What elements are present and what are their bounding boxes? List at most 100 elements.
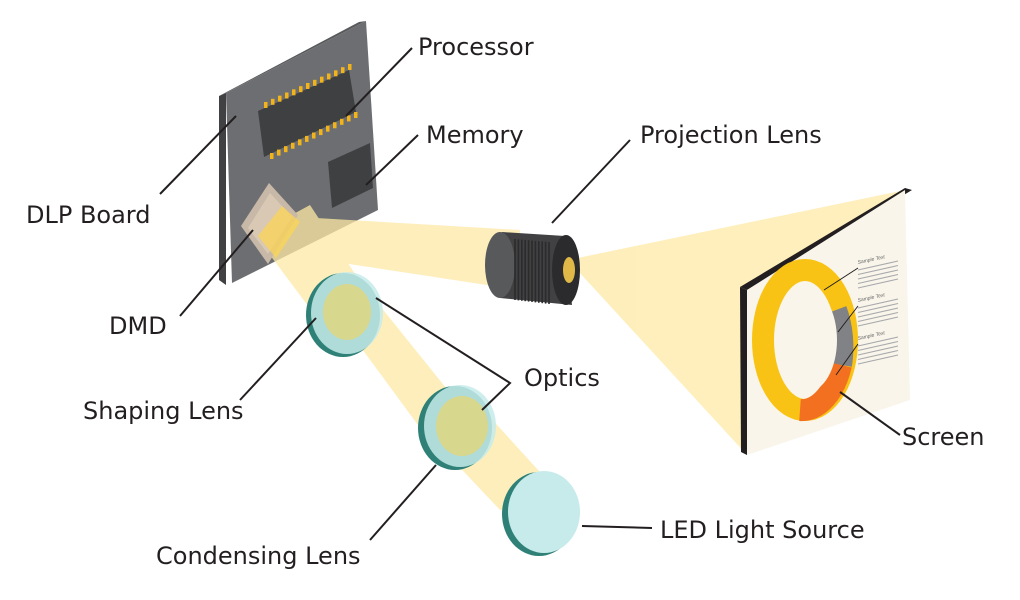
processor-pin: [334, 70, 338, 77]
processor-pin: [299, 86, 303, 93]
led-glass: [508, 471, 580, 553]
processor-chip-body: [258, 70, 356, 157]
processor-pin: [284, 146, 288, 153]
led-light-source: [502, 471, 580, 556]
screen-text-line: [857, 354, 899, 365]
donut-leader-3: [835, 343, 859, 376]
screen-text-line: [857, 260, 899, 271]
label-optics: Optics: [524, 364, 600, 392]
label-projection-lens: Projection Lens: [640, 121, 822, 149]
projection-lens: [485, 232, 580, 305]
screen: Sample Text Sample Text Sample Text: [740, 188, 912, 455]
processor-pin: [333, 122, 337, 129]
donut-leader-2: [837, 305, 859, 333]
screen-sample-block-3: Sample Text: [857, 330, 899, 365]
screen-text-line: [857, 302, 899, 314]
processor-pin: [313, 79, 317, 86]
label-processor: Processor: [418, 33, 534, 61]
leader-optics: [375, 297, 512, 411]
processor-pin: [264, 102, 268, 108]
screen-text-line: [857, 345, 899, 356]
screen-sample-text-1: Sample Text: [857, 254, 886, 266]
processor-pin: [292, 89, 296, 96]
donut-leader-1: [823, 267, 859, 291]
processor-pin: [277, 149, 281, 156]
processor-pin: [326, 125, 330, 132]
processor-pin: [305, 135, 309, 142]
processor-pin: [312, 132, 316, 139]
label-led-light-source: LED Light Source: [660, 516, 865, 544]
dlp-board-top-edge: [219, 21, 366, 96]
screen-sample-block-1: Sample Text: [857, 254, 899, 289]
memory-chip: [328, 143, 373, 208]
condensing-lens-beam-spot: [436, 396, 488, 456]
leader-memory: [365, 134, 419, 186]
condensing-lens: [418, 385, 496, 470]
dmd-light-spot: [258, 206, 300, 258]
screen-text-lines-3: [857, 336, 899, 365]
processor-pin: [270, 153, 274, 159]
projection-lens-back: [485, 232, 515, 298]
dlp-board-edge: [219, 93, 226, 285]
leader-dmd: [179, 229, 254, 317]
screen-text-line: [857, 273, 899, 285]
screen-text-line: [857, 264, 899, 276]
label-condensing-lens: Condensing Lens: [156, 542, 361, 570]
screen-text-line: [857, 307, 899, 318]
label-memory: Memory: [426, 121, 524, 149]
donut-orange-segment: [799, 362, 852, 422]
labels: Processor Memory Projection Lens DLP Boa…: [26, 33, 985, 570]
processor-pin: [340, 118, 344, 125]
screen-side-edge: [740, 287, 747, 455]
leader-screen: [839, 391, 901, 436]
processor-pin: [320, 76, 324, 83]
shaping-lens: [306, 272, 383, 357]
processor-pin: [348, 64, 352, 70]
beam-dmd-to-lens: [265, 215, 520, 290]
screen-text-line: [857, 278, 899, 289]
label-screen: Screen: [902, 423, 985, 451]
screen-text-line: [857, 311, 899, 323]
label-dlp-board: DLP Board: [26, 201, 151, 229]
processor-pin: [298, 139, 302, 146]
label-shaping-lens: Shaping Lens: [83, 397, 244, 425]
processor-chip: [258, 64, 358, 159]
screen-text-lines-1: [857, 260, 899, 289]
processor-pin: [278, 95, 282, 102]
processor-pins-top: [264, 64, 352, 108]
screen-sample-text-3: Sample Text: [857, 330, 886, 342]
leader-lines: [159, 47, 901, 541]
leader-shaping-lens: [239, 317, 317, 401]
processor-pin: [285, 92, 289, 99]
processor-pin: [354, 112, 358, 118]
leader-processor: [345, 47, 413, 117]
donut-hole: [777, 288, 837, 392]
projection-lens-focus-ring: [514, 239, 550, 304]
processor-pin: [341, 67, 345, 74]
leader-condensing-lens: [369, 464, 437, 541]
processor-pin: [306, 83, 310, 89]
screen-sample-text-2: Sample Text: [857, 292, 886, 304]
screen-text-line: [857, 316, 899, 327]
screen-text-lines-2: [857, 298, 899, 327]
projection-lens-glass: [563, 257, 575, 283]
screen-text-line: [857, 349, 899, 361]
leader-led: [581, 525, 653, 529]
screen-text-line: [857, 340, 899, 352]
shaping-lens-beam-spot: [323, 284, 371, 340]
processor-pins-bottom: [270, 112, 358, 159]
processor-pin: [271, 98, 275, 105]
screen-text-line: [857, 269, 899, 280]
processor-pin: [291, 142, 295, 149]
label-dmd: DMD: [109, 312, 167, 340]
screen-sample-block-2: Sample Text: [857, 292, 899, 327]
leader-dlp-board: [159, 115, 237, 195]
leader-projection-lens: [551, 139, 631, 224]
processor-pin: [327, 73, 331, 80]
processor-pin: [347, 115, 351, 122]
screen-text-line: [857, 298, 899, 309]
screen-text-line: [857, 336, 899, 347]
dmd-chip: [241, 183, 300, 264]
donut-gray-segment: [825, 306, 854, 367]
